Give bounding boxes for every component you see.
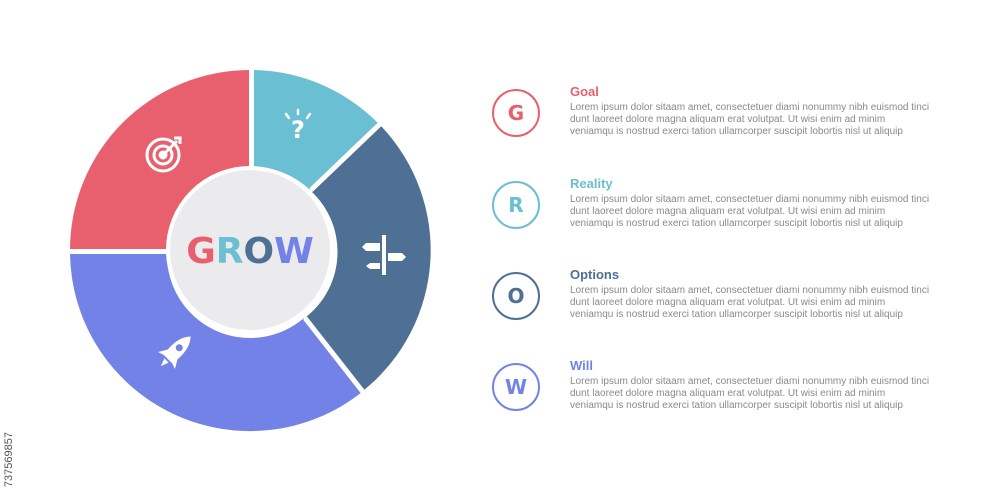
center-circle (166, 166, 334, 334)
reality-description: Lorem ipsum dolor sitaam amet, consectet… (570, 194, 930, 229)
segment-dividers (68, 68, 382, 394)
will-letter-badge: W (492, 363, 540, 411)
grow-donut-diagram: GROW ? (68, 68, 431, 432)
reality-segment (253, 70, 379, 190)
center-letter-w: W (274, 231, 314, 272)
center-letter-o: O (243, 231, 274, 272)
options-segment (306, 126, 431, 390)
goal-title: Goal (570, 84, 599, 99)
list-item-will: W Will Lorem ipsum dolor sitaam amet, co… (492, 358, 932, 433)
list-item-goal: G Goal Lorem ipsum dolor sitaam amet, co… (492, 84, 932, 159)
center-letter-g: G (186, 231, 216, 272)
goal-letter-badge: G (492, 89, 540, 137)
goal-segment (70, 70, 250, 250)
signpost-icon (362, 235, 406, 275)
will-title: Will (570, 358, 593, 373)
list-item-options: O Options Lorem ipsum dolor sitaam amet,… (492, 267, 932, 342)
options-letter-badge: O (492, 272, 540, 320)
options-title: Options (570, 267, 620, 282)
center-letter-r: R (216, 231, 244, 272)
stock-id-watermark: 737569857 (3, 431, 15, 487)
options-description: Lorem ipsum dolor sitaam amet, consectet… (570, 285, 930, 320)
reality-letter-badge: R (492, 181, 540, 229)
reality-title: Reality (570, 176, 613, 191)
target-icon (145, 136, 182, 173)
svg-text:?: ? (291, 116, 305, 144)
will-segment (70, 253, 362, 432)
question-lightbulb-icon: ? (284, 108, 312, 144)
center-title: GROW (186, 231, 314, 272)
goal-description: Lorem ipsum dolor sitaam amet, consectet… (570, 102, 930, 137)
list-item-reality: R Reality Lorem ipsum dolor sitaam amet,… (492, 176, 932, 251)
will-description: Lorem ipsum dolor sitaam amet, consectet… (570, 376, 930, 411)
